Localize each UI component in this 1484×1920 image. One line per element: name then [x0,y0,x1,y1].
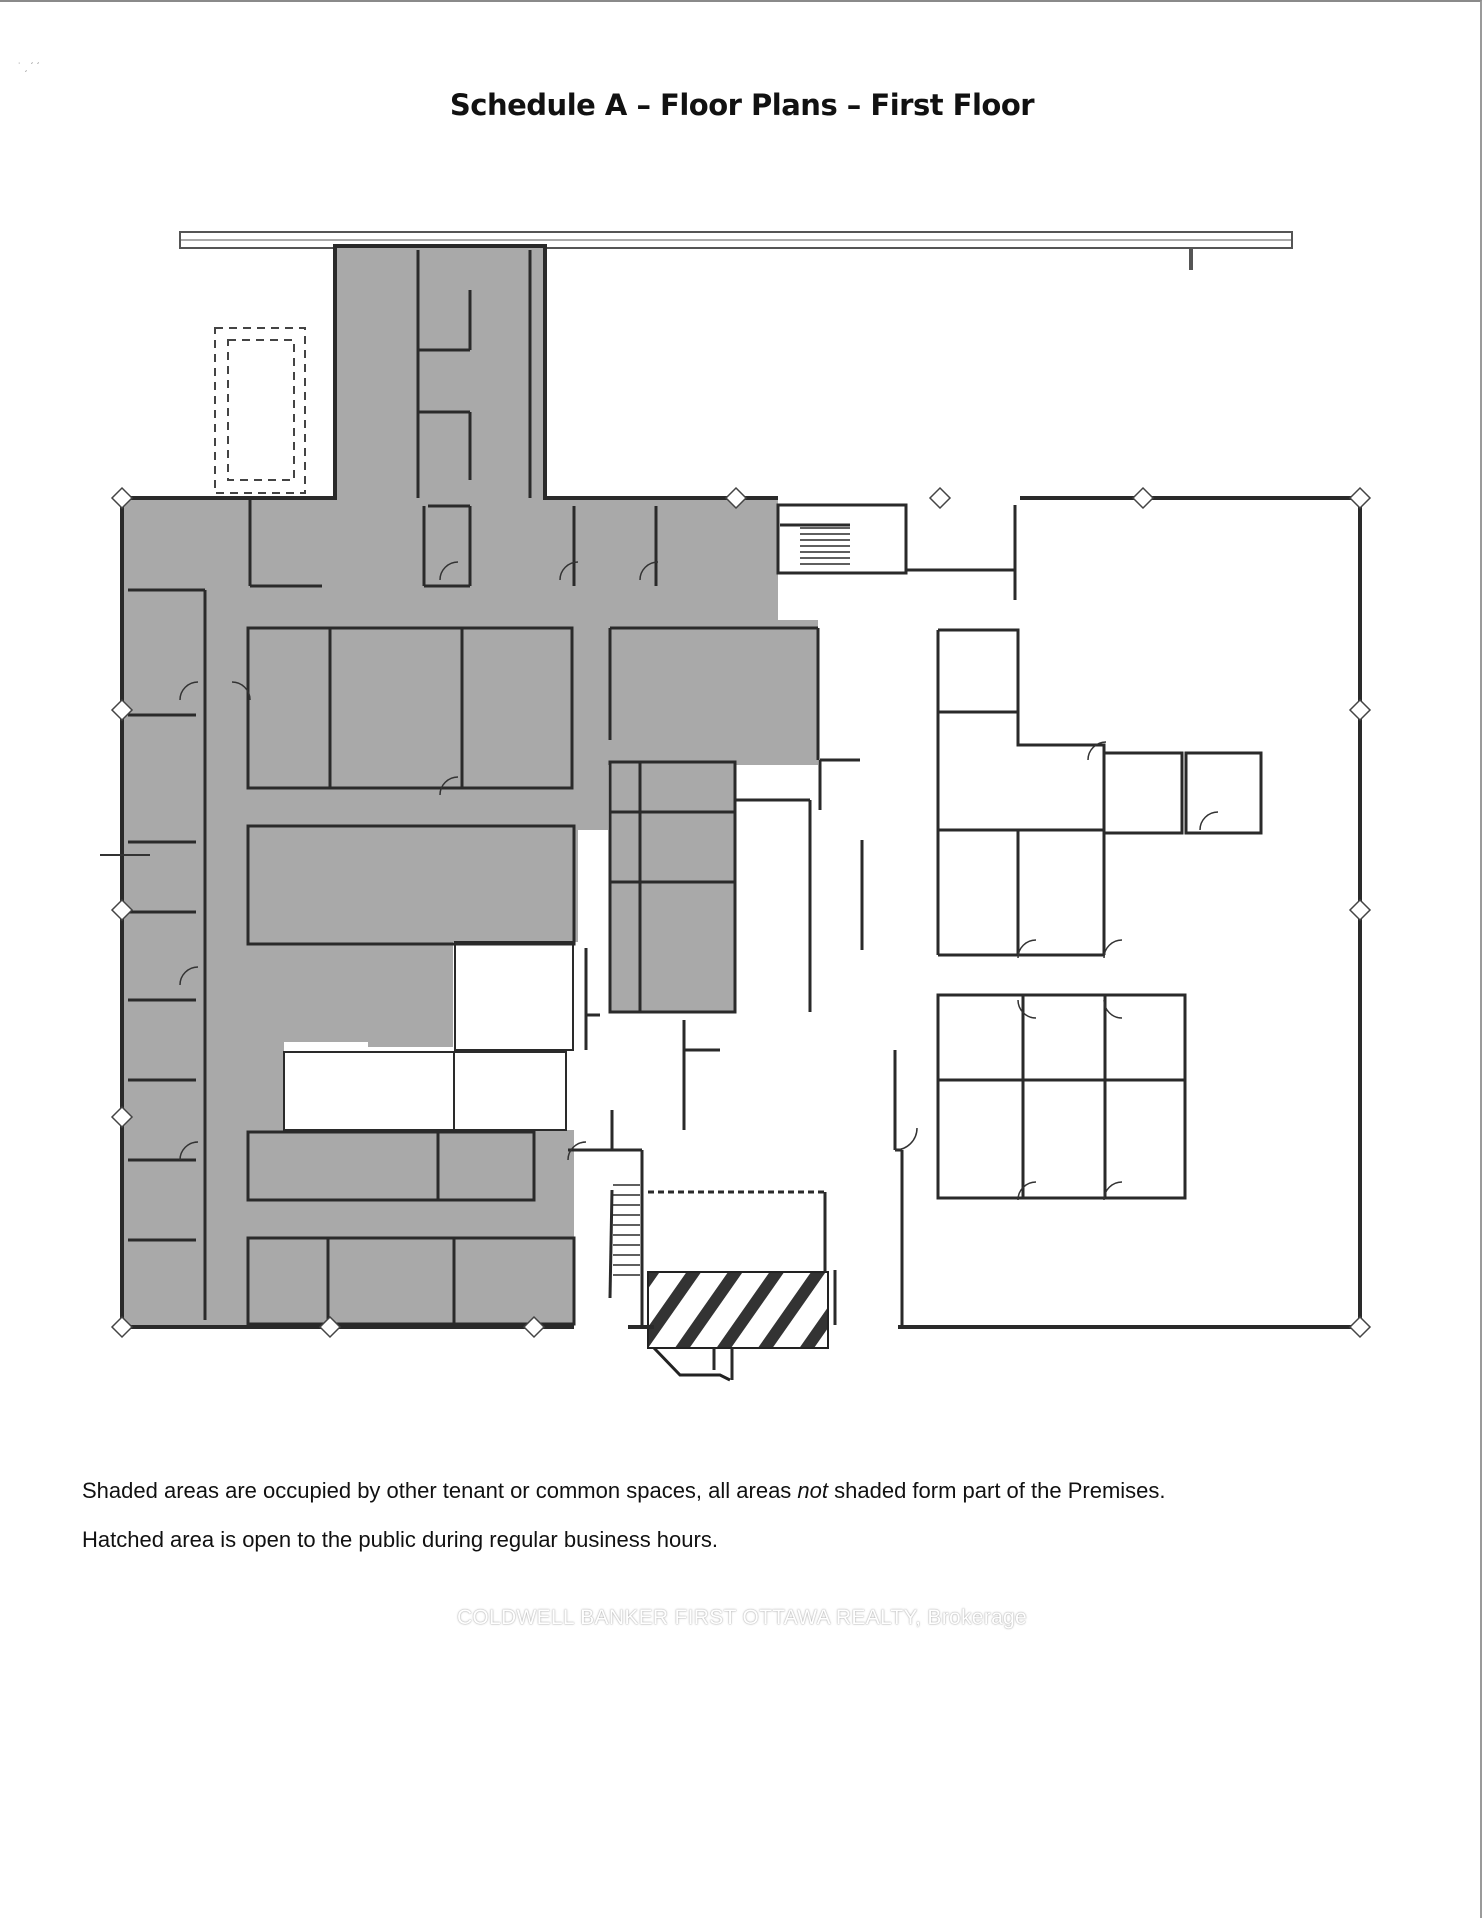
column-markers [110,486,1372,1339]
scan-artifact: ˙ ˏ ˊ ˊ [18,62,40,73]
note-line1-emphasis: not [797,1478,829,1503]
shaded-areas [122,246,818,1325]
canopy-outline [179,231,1293,270]
unshaded-rooms [283,941,574,1131]
note-hatched-area: Hatched area is open to the public durin… [82,1527,718,1552]
brokerage-watermark: COLDWELL BANKER FIRST OTTAWA REALTY, Bro… [456,1606,1028,1629]
note-shaded-areas: Shaded areas are occupied by other tenan… [82,1478,1166,1504]
main-entrance [652,1346,731,1382]
note-line1-before: Shaded areas are occupied by other tenan… [82,1478,798,1503]
hatched-public-area [647,1271,829,1349]
page-title: Schedule A – Floor Plans – First Floor [449,88,1035,122]
door-swings [179,561,1219,1201]
dashed-canopy [214,327,306,494]
stairs [613,527,850,1276]
interior-walls [128,250,1263,1380]
note-line1-after: shaded form part of the Premises. [828,1478,1166,1503]
